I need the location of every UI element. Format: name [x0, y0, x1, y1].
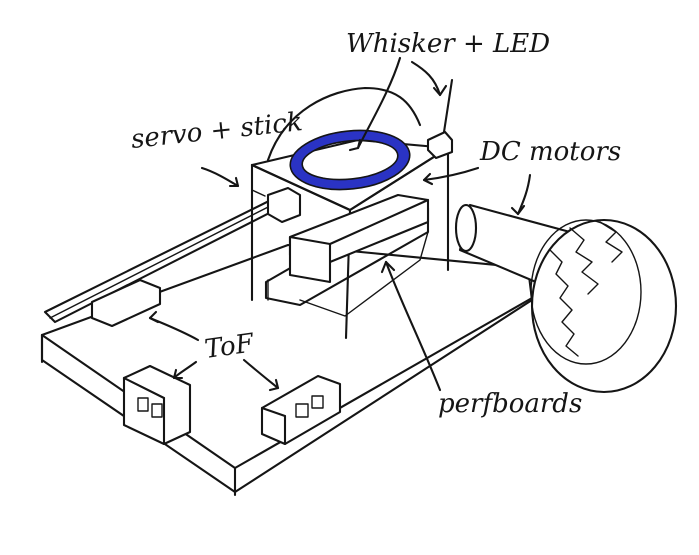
arrowhead-tof-left	[172, 368, 184, 380]
tof-left-top-edge	[122, 376, 166, 400]
arrowhead-tof-up	[148, 310, 160, 324]
perfboards	[264, 193, 430, 317]
whisker	[426, 78, 454, 160]
tof-sensor-right	[260, 374, 342, 446]
arrow-tof-right	[242, 358, 280, 390]
perfboard-front-block	[288, 235, 332, 284]
label-whisker-led: Whisker + LED	[346, 29, 550, 59]
perfboard-rear-rails	[299, 231, 429, 317]
arrow-tof-left	[172, 360, 198, 380]
led-ring-outer-edge	[289, 129, 411, 191]
tof-right-body	[260, 374, 342, 446]
servo-stick-hub	[266, 186, 302, 224]
leader-arrows	[148, 56, 532, 392]
tof-sensor-left	[122, 364, 192, 446]
arrowhead-perfboards	[380, 260, 396, 274]
arrowhead-ring	[348, 138, 362, 152]
arrowhead-rod	[432, 84, 448, 97]
drive-wheel-tread-pattern-3	[599, 221, 623, 263]
tof-right-top-edge	[260, 406, 287, 418]
arrowhead-tof-right	[268, 378, 280, 392]
arrow-dc-motors	[422, 166, 480, 182]
led-ring-band	[290, 129, 410, 191]
tof-left-lens-a	[137, 397, 149, 412]
arrow-servo-stick	[200, 166, 240, 188]
whisker-mount	[426, 130, 454, 160]
label-servo-stick: servo + stick	[130, 107, 304, 155]
drive-wheel-tread-pattern	[549, 249, 579, 357]
label-dc-motors: DC motors	[479, 137, 621, 167]
arrow-whisker-to-ring	[356, 56, 402, 150]
drive-wheel-tread-pattern-2	[569, 227, 599, 295]
whisker-rod	[442, 78, 454, 134]
servo-stick-inner-line	[49, 201, 279, 319]
tower-top-front-edge	[250, 163, 352, 212]
arrow-perfboards	[384, 260, 442, 392]
servo-stick	[43, 186, 302, 324]
rear-wheel-arc	[266, 86, 422, 162]
label-tof: ToF	[203, 328, 257, 365]
arrowhead-dc-top	[422, 172, 434, 186]
base-plate-outline	[40, 243, 534, 494]
label-perfboards: perfboards	[438, 389, 582, 419]
led-ring-inner-edge	[301, 139, 399, 181]
drive-wheel-tread-band	[530, 219, 642, 365]
drive-wheel	[530, 218, 678, 394]
arrow-whisker-to-rod	[410, 60, 442, 97]
perfboard-edge	[328, 198, 430, 246]
led-ring	[289, 129, 411, 191]
tower-top-right-edge	[348, 146, 450, 212]
drive-wheel-rim	[530, 218, 678, 394]
arrowhead-servo	[228, 176, 240, 188]
tower-tick	[251, 189, 266, 197]
tof-left-lens-b	[151, 403, 163, 418]
tof-right-lens-a	[295, 403, 309, 418]
arrow-dc-motors-right	[516, 173, 532, 216]
dc-motor-end-cap	[454, 203, 478, 253]
tof-right-lens-b	[311, 395, 324, 409]
stick-sensor-block	[90, 278, 162, 328]
arrowhead-dc-right	[510, 204, 526, 216]
base-plate	[40, 243, 534, 497]
